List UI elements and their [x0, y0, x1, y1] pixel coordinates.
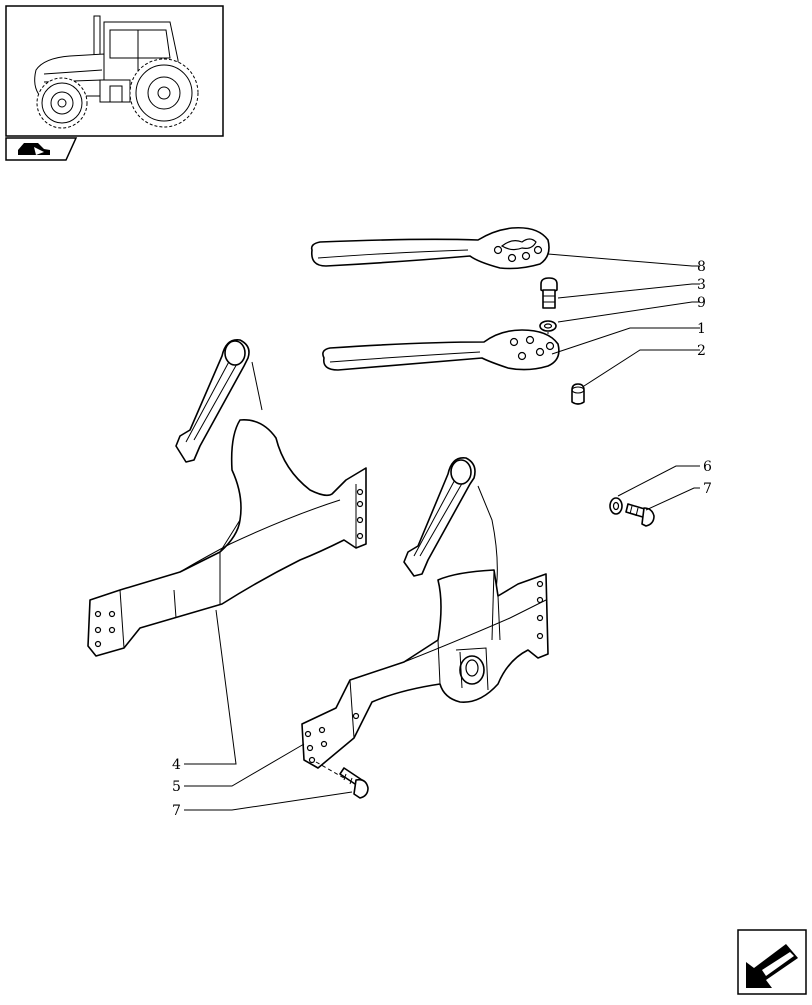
- callout-4: 4: [172, 757, 181, 773]
- tractor-thumbnail-icon: [5, 5, 224, 137]
- callout-7-right: 7: [703, 481, 712, 497]
- part-4-left-bracket: [87, 339, 367, 657]
- part-7-bolt-lower: [339, 767, 369, 799]
- callout-5: 5: [172, 779, 181, 795]
- bolt-axis-line-lower: [315, 761, 345, 779]
- callout-9: 9: [697, 295, 706, 311]
- callout-6: 6: [703, 459, 712, 475]
- part-7-bolt-right: [625, 503, 655, 527]
- part-3-bolt: [540, 277, 558, 309]
- callout-2: 2: [697, 343, 706, 359]
- callout-8: 8: [697, 259, 706, 275]
- part-6-washer: [609, 497, 623, 515]
- part-1-lower-arm: [322, 329, 560, 371]
- part-9-washer: [539, 320, 557, 332]
- callout-7-lower: 7: [172, 803, 181, 819]
- part-2-pin: [571, 383, 585, 405]
- next-page-arrow-icon[interactable]: [737, 929, 807, 995]
- section-tractor-icon: [5, 137, 78, 161]
- part-8-upper-arm: [310, 226, 550, 270]
- callout-3: 3: [697, 277, 706, 293]
- callout-1: 1: [697, 321, 706, 337]
- leader-lines: [184, 253, 700, 811]
- part-5-right-bracket: [301, 457, 549, 769]
